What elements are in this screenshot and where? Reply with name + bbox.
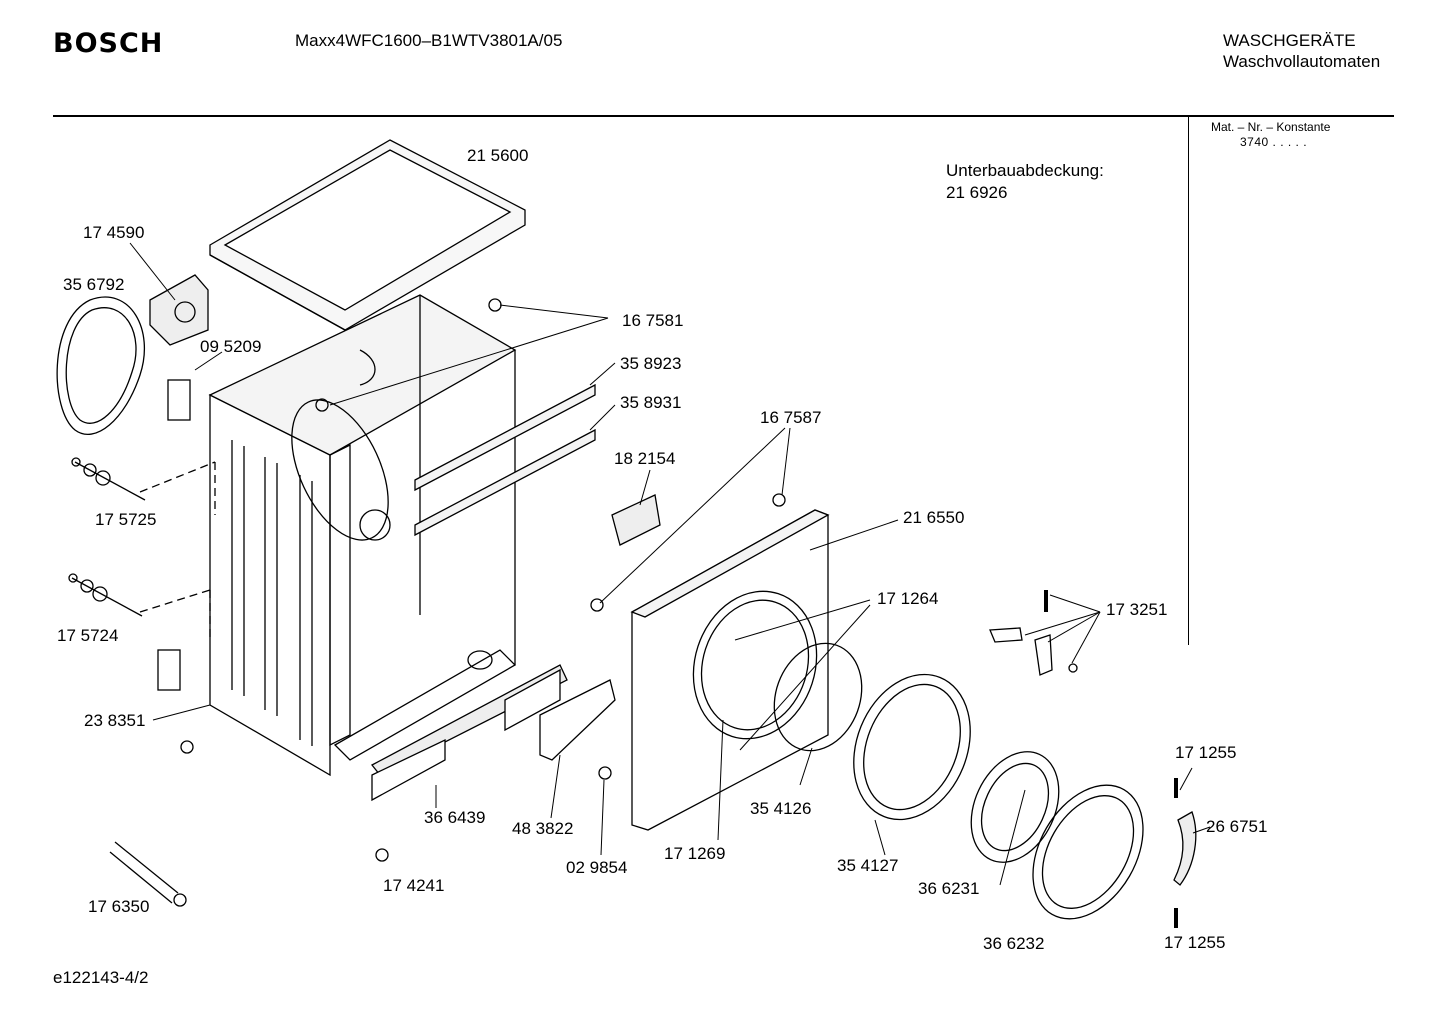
part-label: 17 3251 (1106, 600, 1168, 619)
part-label: 17 1255 (1164, 933, 1226, 952)
pump-part (149, 274, 209, 346)
door-ring-part (853, 673, 971, 821)
part-label: 02 9854 (566, 858, 628, 877)
part-label: 17 5725 (95, 510, 157, 529)
clip-part (488, 298, 502, 312)
door-outer-ring-part (1032, 784, 1144, 920)
door-lock-part (611, 494, 661, 546)
control-panel-part (371, 664, 616, 802)
part-label: 17 1264 (877, 589, 939, 608)
foot-part (375, 848, 389, 862)
door-bowl-part (970, 751, 1060, 863)
leader-lines (129, 242, 1211, 886)
sidebar-divider (1188, 117, 1189, 645)
top-lid-part (209, 139, 526, 331)
header-divider (53, 115, 1394, 117)
screw-part (598, 766, 612, 780)
part-label: 36 6231 (918, 879, 980, 898)
bolt-part (71, 457, 146, 501)
diagram-code: e122143-4/2 (53, 968, 149, 987)
rails-part (414, 383, 596, 537)
part-label: 16 7587 (760, 408, 822, 427)
front-panel-part (630, 509, 830, 831)
part-label: 48 3822 (512, 819, 574, 838)
part-label: 35 4126 (750, 799, 812, 818)
bracket-part (157, 649, 181, 691)
clip-part (315, 398, 329, 412)
part-label: 21 6550 (903, 508, 965, 527)
part-label: 09 5209 (200, 337, 262, 356)
wrench-part (109, 841, 187, 907)
part-label: 36 6439 (424, 808, 486, 827)
part-label: 17 4241 (383, 876, 445, 895)
clip-part (590, 598, 604, 612)
part-label: 16 7581 (622, 311, 684, 330)
cabinet-part (208, 294, 517, 777)
category-subtitle: Waschvollautomaten (1223, 52, 1381, 71)
part-label: 17 6350 (88, 897, 150, 916)
brand-logo: BOSCH (53, 28, 164, 59)
part-label: 35 8931 (620, 393, 682, 412)
part-label: 17 4590 (83, 223, 145, 242)
handle-part (1173, 811, 1197, 886)
part-label: 17 5724 (57, 626, 119, 645)
foot-part (180, 740, 194, 754)
part-label: 35 4127 (837, 856, 899, 875)
note-label: Unterbauabdeckung: (946, 161, 1104, 180)
bracket-part (167, 379, 191, 421)
door-gasket-part (56, 296, 145, 435)
mat-nr-value: 3740 . . . . . (1240, 135, 1308, 149)
part-label: 36 6232 (983, 934, 1045, 953)
hinge-part (989, 590, 1178, 928)
dashed-guides (139, 461, 216, 640)
part-label: 17 1255 (1175, 743, 1237, 762)
category-title: WASCHGERÄTE (1223, 31, 1356, 50)
part-label: 35 8923 (620, 354, 682, 373)
bolt-part (68, 573, 143, 617)
part-label: 18 2154 (614, 449, 676, 468)
model-number: Maxx4WFC1600–B1WTV3801A/05 (295, 31, 563, 50)
mat-nr-label: Mat. – Nr. – Konstante (1211, 120, 1331, 134)
clip-part (772, 493, 786, 507)
part-label: 23 8351 (84, 711, 146, 730)
part-label: 17 1269 (664, 844, 726, 863)
wire-ring-part (773, 642, 863, 752)
part-label: 21 5600 (467, 146, 529, 165)
part-label: 26 6751 (1206, 817, 1268, 836)
note-value: 21 6926 (946, 183, 1008, 202)
part-label: 35 6792 (63, 275, 125, 294)
